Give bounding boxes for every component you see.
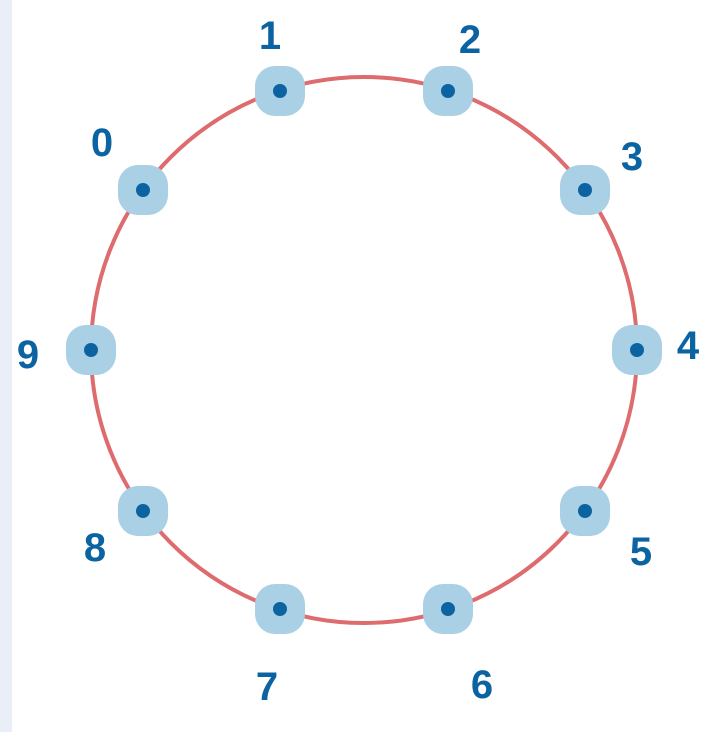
node-label-3: 3 [621, 135, 643, 179]
node-label-0: 0 [91, 121, 113, 165]
labels-layer: 0 1 2 3 4 5 6 7 8 9 [17, 14, 700, 709]
node-label-7: 7 [256, 665, 278, 709]
node-dot-7 [273, 602, 287, 616]
left-margin-strip [0, 0, 12, 732]
nodes-layer [66, 66, 662, 634]
node-label-4: 4 [677, 324, 700, 368]
node-label-6: 6 [471, 663, 493, 707]
node-dot-8 [136, 504, 150, 518]
node-dot-3 [578, 183, 592, 197]
node-label-8: 8 [84, 526, 106, 570]
node-dot-0 [136, 183, 150, 197]
node-label-1: 1 [259, 14, 281, 58]
node-label-9: 9 [17, 333, 39, 377]
node-dot-9 [84, 343, 98, 357]
node-dot-6 [441, 602, 455, 616]
ring-circle [89, 75, 639, 625]
node-label-5: 5 [630, 530, 652, 574]
node-dot-1 [273, 84, 287, 98]
node-dot-2 [441, 84, 455, 98]
node-dot-5 [578, 504, 592, 518]
node-dot-4 [630, 343, 644, 357]
node-label-2: 2 [459, 18, 481, 62]
